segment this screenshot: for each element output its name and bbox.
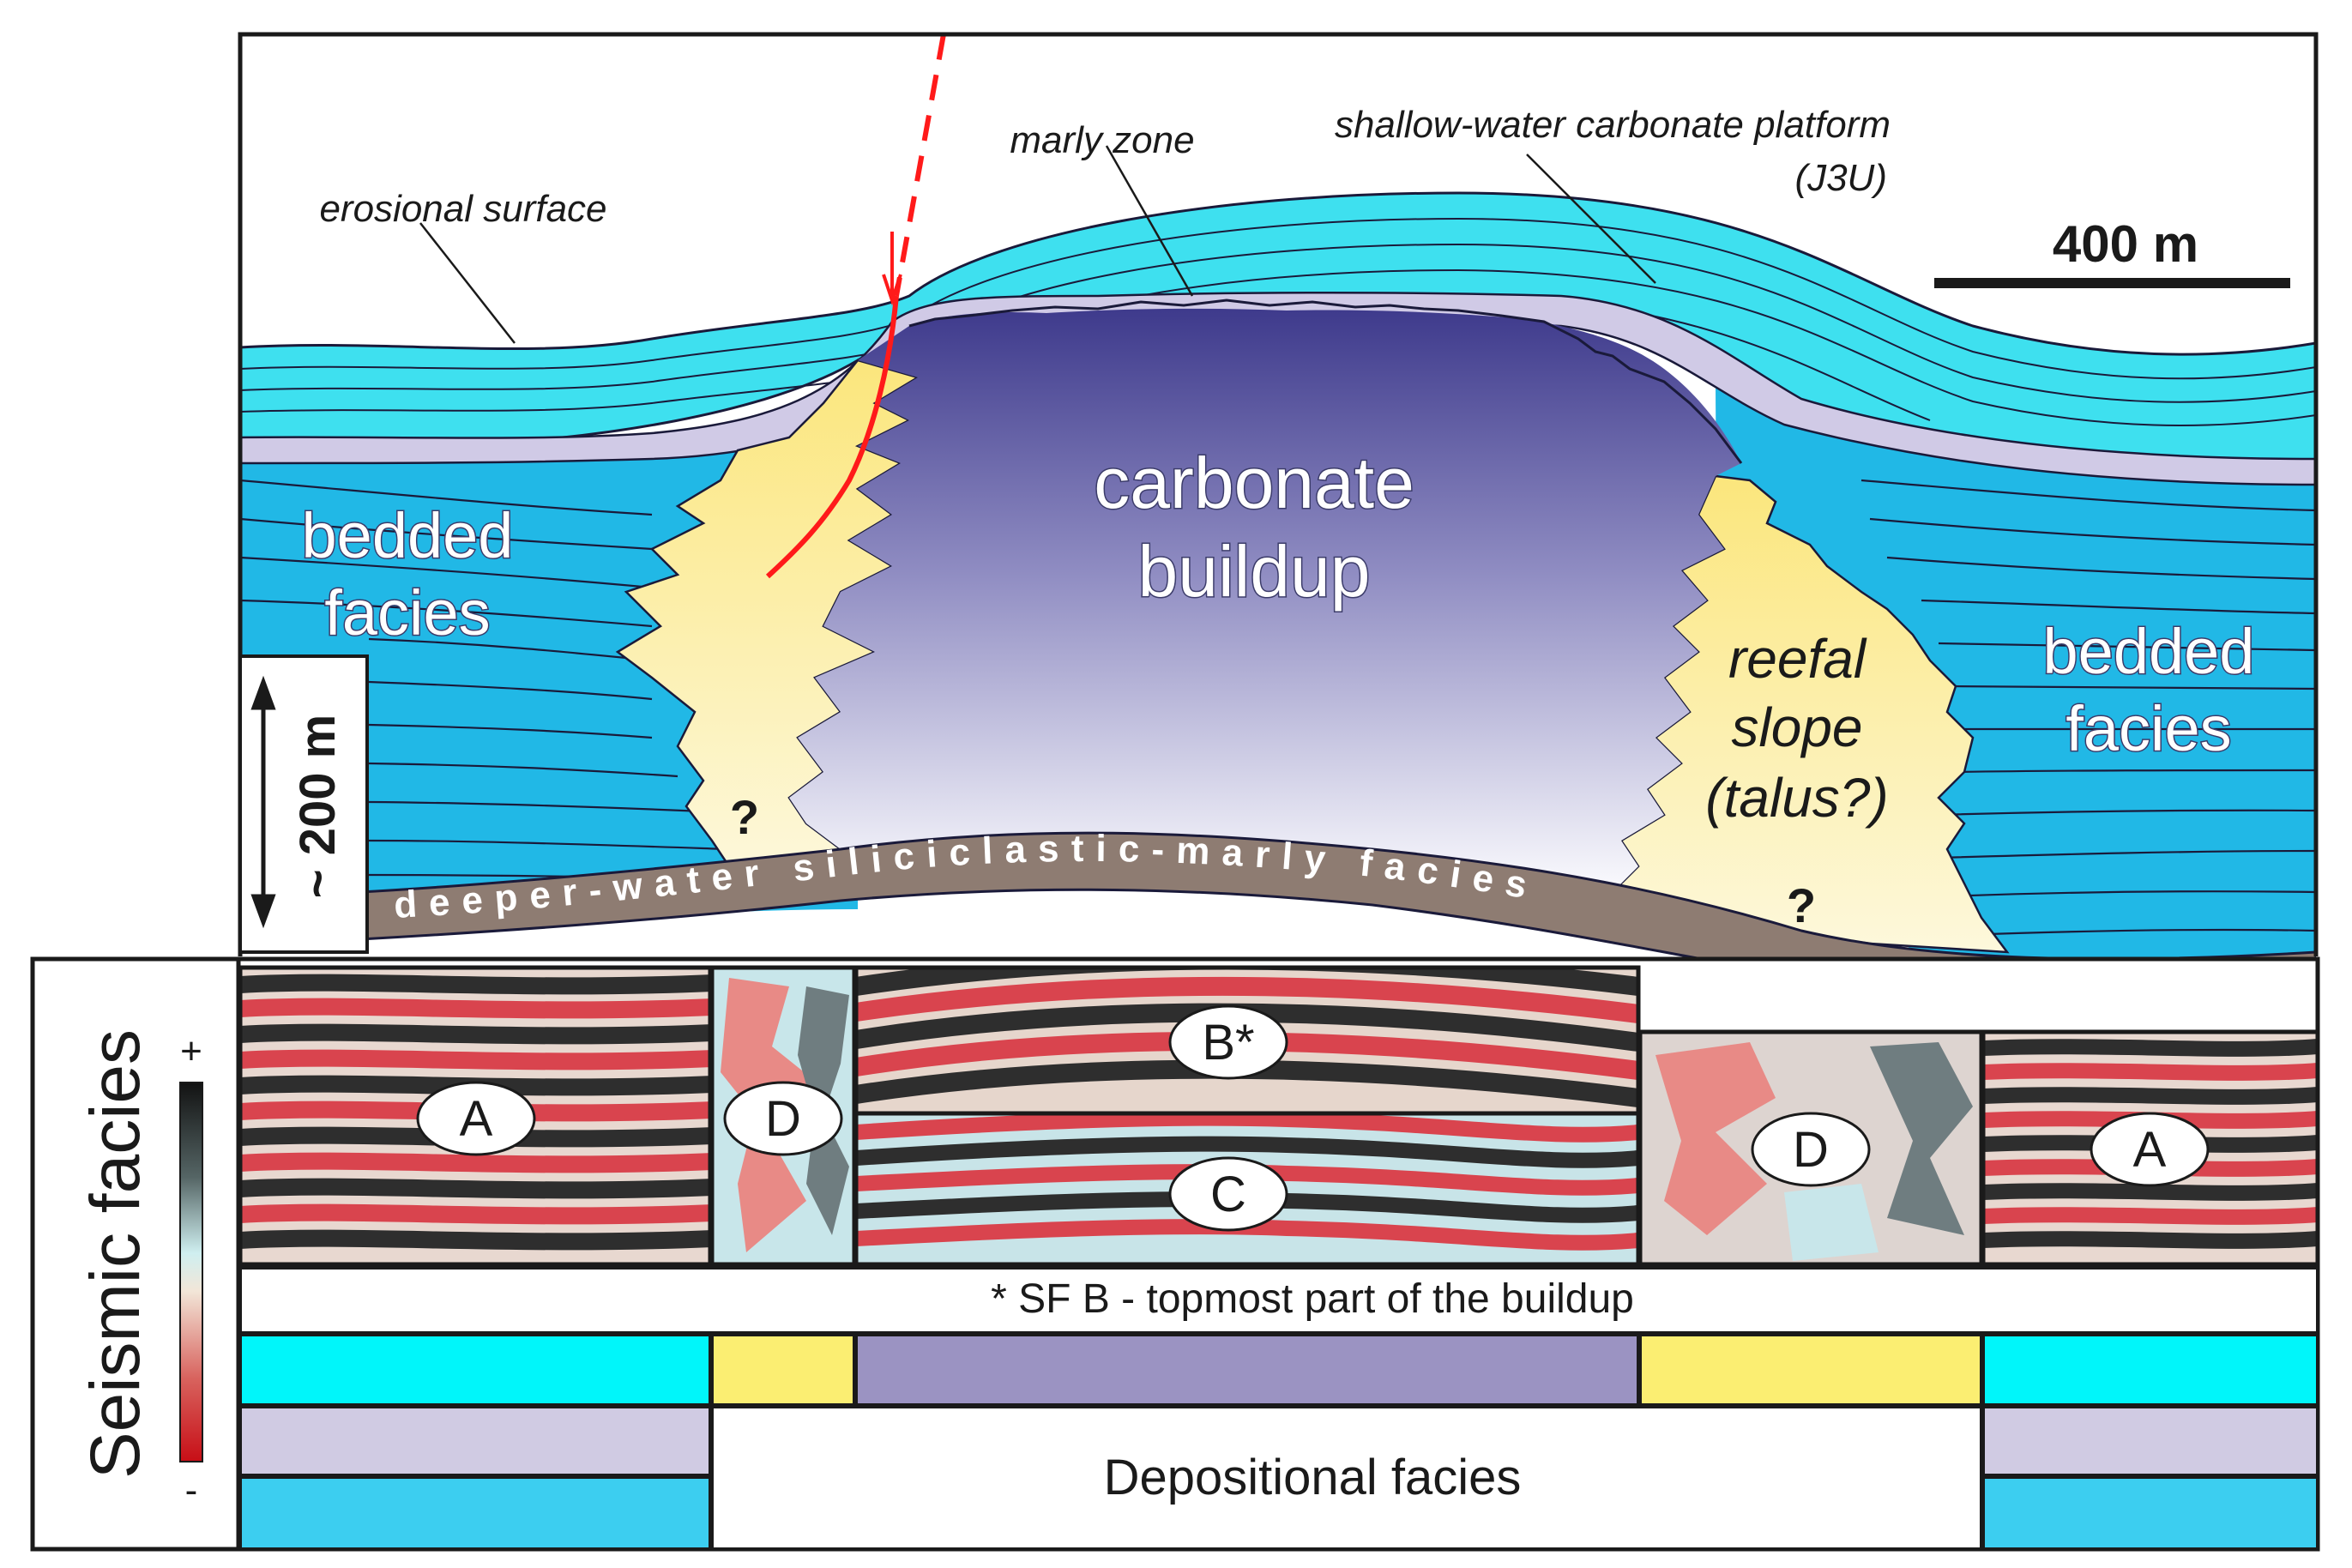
seismic-label-D-right: D xyxy=(1793,1122,1829,1178)
seismic-label-B: B* xyxy=(1202,1015,1254,1070)
fault-line xyxy=(765,295,899,579)
seismic-colorbar xyxy=(179,1082,203,1462)
platform-label: shallow-water carbonate platform xyxy=(1335,104,1891,146)
seismic-label-A-right: A xyxy=(2133,1122,2167,1178)
marly-zone-label: marly zone xyxy=(1010,119,1194,161)
platform-age-label: (J3U) xyxy=(1794,157,1887,199)
seismic-label-D-left: D xyxy=(765,1091,801,1147)
carbonate-buildup xyxy=(789,308,1741,893)
scale-200m-label: ~ 200 m xyxy=(290,715,346,898)
cross-section xyxy=(240,34,2316,961)
question-mark-right: ? xyxy=(1787,878,1816,932)
colorbar-plus: + xyxy=(180,1030,202,1072)
colorbar-minus: - xyxy=(185,1469,198,1511)
seismic-panel: Seismic facies + - xyxy=(30,956,2320,1552)
bedded-facies-right-label-1: bedded xyxy=(2043,616,2255,687)
reefal-slope-label-3: (talus?) xyxy=(1705,767,1888,829)
bedding-lines-left xyxy=(240,479,730,911)
fault-arrow xyxy=(882,232,902,306)
carbonate-buildup-label-2: buildup xyxy=(1138,531,1371,612)
bedded-facies-left-label-1: bedded xyxy=(302,500,514,571)
bedding-lines-right xyxy=(1860,479,2316,937)
seismic-panel-A-right xyxy=(1983,1032,2318,1264)
top-frame xyxy=(238,32,2319,956)
bedded-facies-right-label-2: facies xyxy=(2066,693,2231,764)
carbonate-buildup-label-1: carbonate xyxy=(1094,443,1414,523)
deeper-water-band xyxy=(359,831,2316,961)
fault-dashed xyxy=(894,34,946,297)
depositional-facies-bars xyxy=(238,1333,2319,1551)
depositional-facies-label: Depositional facies xyxy=(1104,1450,1522,1505)
seismic-label-A-left: A xyxy=(460,1091,493,1147)
leader-lines xyxy=(419,145,1656,344)
bedded-facies-left-label-2: facies xyxy=(324,577,490,648)
seismic-label-ovals xyxy=(416,1004,2210,1232)
question-mark-left: ? xyxy=(730,790,759,844)
scale-200m-arrow xyxy=(250,675,276,929)
buildup-top-edge xyxy=(908,299,1743,464)
seismic-panel-A-left xyxy=(240,968,710,1264)
seismic-label-C: C xyxy=(1210,1167,1246,1222)
seismic-footnote: * SF B - topmost part of the buildup xyxy=(991,1276,1634,1322)
scale-400m-label: 400 m xyxy=(2053,215,2198,273)
erosional-surface-label: erosional surface xyxy=(319,188,606,230)
reefal-slope-label-1: reefal xyxy=(1728,628,1867,690)
reefal-slope-label-2: slope xyxy=(1732,697,1863,758)
footnote-row xyxy=(238,1266,2319,1335)
seismic-facies-title: Seismic facies xyxy=(76,1029,154,1479)
